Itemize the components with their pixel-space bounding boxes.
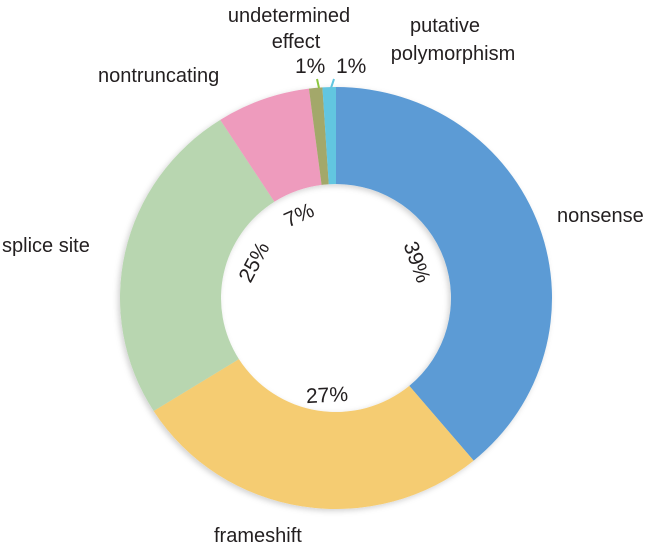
label-frameshift: frameshift [214, 525, 302, 547]
label-nontruncating: nontruncating [98, 65, 219, 87]
pct-frameshift: 27% [305, 383, 348, 408]
label-nonsense: nonsense [557, 205, 644, 227]
label-splice-site: splice site [2, 235, 90, 257]
pct-nontruncating: 7% [281, 199, 318, 232]
label-undetermined-line1: undetermined [228, 5, 350, 27]
pct-undetermined: 1% [295, 55, 325, 78]
segment-putative-polymorphism [322, 87, 336, 185]
segment-frameshift [153, 359, 474, 510]
label-putative-line1: putative [410, 15, 480, 37]
leader-line-undetermined [316, 78, 320, 89]
segment-splice-site [120, 119, 275, 412]
pct-nonsense: 39% [399, 238, 435, 285]
segment-nontruncating [220, 88, 322, 202]
leader-line-putative [330, 78, 335, 89]
pct-splice-site: 25% [234, 238, 274, 286]
donut-segments [120, 87, 552, 510]
pct-putative: 1% [336, 55, 366, 78]
segment-undetermined-effect [308, 87, 329, 185]
label-putative-line2: polymorphism [391, 43, 515, 65]
segment-nonsense [336, 87, 552, 461]
label-undetermined-line2: effect [272, 31, 321, 53]
